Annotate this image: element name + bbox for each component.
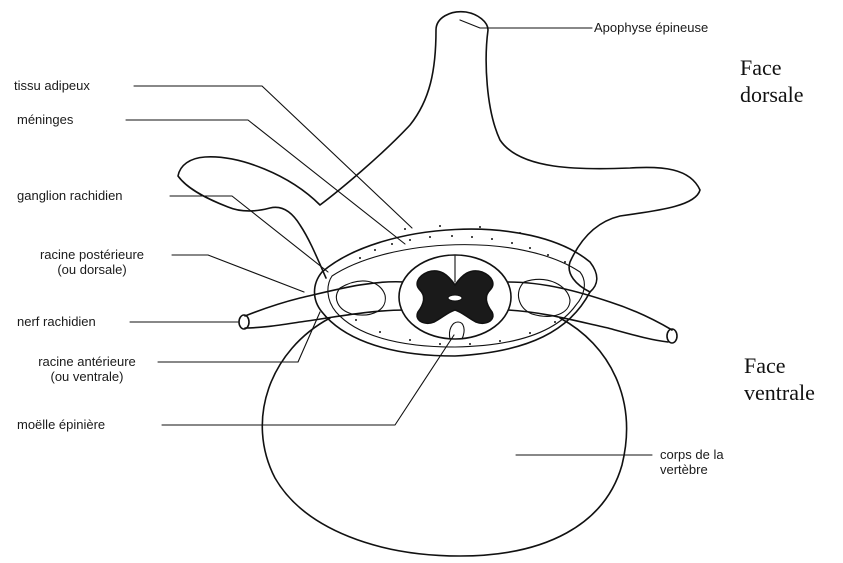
leader-lines [126, 20, 652, 455]
leader-apophyse [460, 20, 592, 28]
label-nerf: nerf rachidien [17, 314, 96, 329]
label-corps-2: vertèbre [660, 462, 724, 477]
label-ganglion: ganglion rachidien [17, 188, 123, 203]
ganglion-left [336, 281, 385, 315]
label-moelle: moëlle épinière [17, 417, 105, 432]
label-racine-posterieure-1: racine postérieure [12, 247, 172, 262]
label-racine-anterieure-2: (ou ventrale) [12, 369, 162, 384]
label-racine-posterieure: racine postérieure (ou dorsale) [12, 247, 172, 277]
label-racine-posterieure-2: (ou dorsale) [12, 262, 172, 277]
central-canal [448, 295, 462, 301]
vertebral-arch [178, 12, 700, 292]
nerve-right-upper [508, 282, 672, 330]
face-ventrale-2: ventrale [744, 379, 815, 406]
label-corps-1: corps de la [660, 447, 724, 462]
label-corps: corps de la vertèbre [660, 447, 724, 477]
label-tissu: tissu adipeux [14, 78, 90, 93]
face-dorsale-2: dorsale [740, 81, 804, 108]
leader-moelle [162, 335, 454, 425]
leader-ganglion [170, 196, 328, 272]
face-ventrale: Face ventrale [744, 352, 815, 406]
nerve-left-end [239, 315, 249, 329]
vertebral-body [262, 318, 626, 556]
label-racine-anterieure-1: racine antérieure [12, 354, 162, 369]
face-dorsale-1: Face [740, 54, 804, 81]
label-apophyse: Apophyse épineuse [594, 20, 708, 35]
face-dorsale: Face dorsale [740, 54, 804, 108]
face-ventrale-1: Face [744, 352, 815, 379]
label-racine-anterieure: racine antérieure (ou ventrale) [12, 354, 162, 384]
label-meninges: méninges [17, 112, 73, 127]
leader-racine-post [172, 255, 304, 292]
nerve-left-lower [245, 310, 405, 328]
nerve-right-end [667, 329, 677, 343]
